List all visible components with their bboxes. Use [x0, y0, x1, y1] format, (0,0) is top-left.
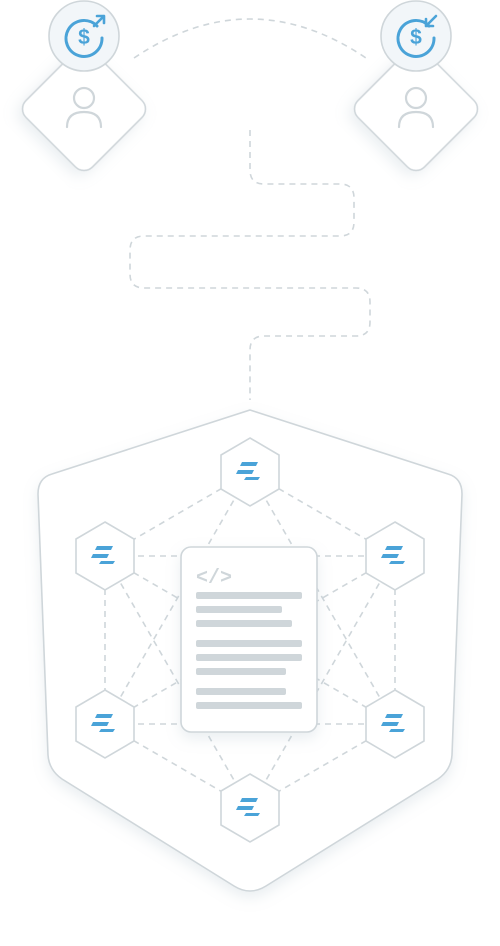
- dollar-receive-icon: $: [396, 14, 438, 58]
- document-text-lines: [196, 592, 302, 709]
- transfer-arc: [133, 18, 367, 59]
- transaction-path: [129, 130, 371, 400]
- network-node-upper-left: [75, 521, 135, 591]
- receiver-user: $: [353, 0, 479, 172]
- dollar-send-icon: $: [64, 14, 106, 58]
- network-node-top: [220, 437, 280, 507]
- user-icon: [65, 86, 103, 129]
- user-icon: [397, 86, 435, 129]
- network-node-lower-left: [75, 689, 135, 759]
- svg-text:$: $: [410, 26, 422, 49]
- network-node-lower-right: [365, 689, 425, 759]
- code-tag: </>: [196, 567, 232, 590]
- network-node-upper-right: [365, 521, 425, 591]
- network-node-bottom: [220, 773, 280, 843]
- smart-contract-document: </>: [180, 546, 318, 733]
- sender-user: $: [21, 0, 147, 172]
- svg-text:$: $: [78, 26, 90, 49]
